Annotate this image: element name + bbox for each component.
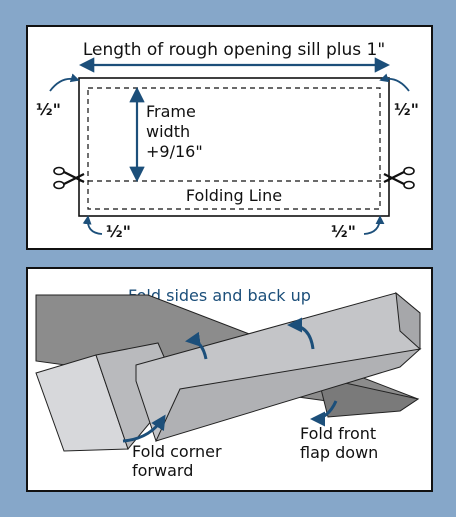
half-inch-label-bottom-right: ½" [331,222,356,241]
cutting-diagram: Length of rough opening sill plus 1" Fol… [36,40,419,241]
fold-sides-label: Fold sides and back up [128,286,311,305]
folding-line-label: Folding Line [186,186,282,205]
half-inch-label-top-left: ½" [36,100,61,119]
front-flap [155,348,422,442]
half-inch-label-top-right: ½" [394,100,419,119]
curved-arrow-icon [49,73,80,92]
scissors-icon-left [53,166,85,190]
folding-diagram-panel: Fold sides and back up Fold corner forwa… [26,267,433,492]
curved-arrow-icon [310,400,338,427]
curved-arrow-icon [122,414,166,443]
half-inch-label-bottom-left: ½" [106,222,131,241]
frame-width-label: Frame width +9/16" [146,102,203,161]
curved-arrow-icon [185,331,208,360]
fold-front-label: Fold front flap down [300,424,381,462]
scissors-icon-right [383,166,415,190]
cutting-diagram-panel: Length of rough opening sill plus 1" Fol… [26,25,433,250]
folding-diagram: Fold sides and back up Fold corner forwa… [35,286,422,480]
curved-arrow-icon [379,73,410,92]
fold-corner-label: Fold corner forward [132,442,227,480]
side-flap-dark [317,376,420,418]
cut-line-dashed [87,87,381,210]
curved-arrow-icon [363,215,385,235]
material-outline [78,77,390,217]
curved-arrow-icon [287,317,315,350]
length-label: Length of rough opening sill plus 1" [83,40,385,60]
curved-arrow-icon [82,215,103,235]
